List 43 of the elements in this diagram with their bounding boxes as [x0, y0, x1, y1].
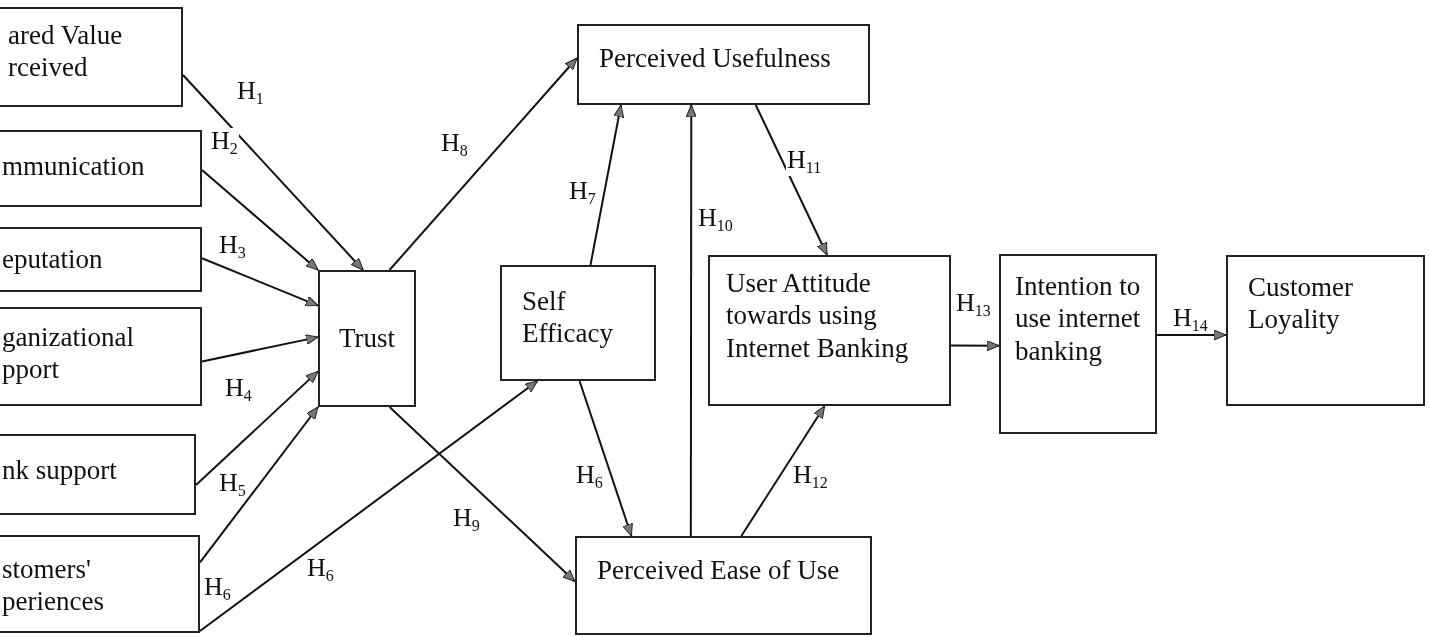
construct-box — [0, 130, 202, 207]
construct-box — [0, 7, 183, 107]
construct-box — [500, 265, 656, 381]
construct-name: Perceived Ease of Use — [597, 554, 840, 587]
construct-name: stomers' periences — [2, 553, 105, 618]
construct-name: Intention to use internet banking — [1015, 270, 1141, 368]
construct-name: User Attitude towards using Internet Banking — [726, 267, 910, 365]
construct-name: Customer Loyality — [1248, 271, 1354, 336]
construct-name: eputation — [2, 243, 103, 276]
construct-box — [0, 535, 200, 633]
construct-box — [0, 307, 202, 406]
arrow — [388, 57, 578, 271]
arrow — [199, 380, 539, 633]
construct-box — [999, 254, 1157, 434]
arrow — [201, 169, 319, 271]
arrow — [685, 104, 697, 537]
arrow — [201, 257, 319, 307]
construct-name: nk support — [2, 454, 117, 487]
arrow — [199, 406, 319, 564]
arrow — [1156, 329, 1227, 341]
arrow — [182, 74, 365, 271]
construct-name: ared Value rceived — [8, 19, 124, 84]
hypothesis-label: H$_{2}$ — [210, 128, 239, 157]
construct-box — [577, 24, 870, 105]
arrow — [201, 334, 319, 363]
construct-box — [1226, 255, 1425, 406]
arrow — [578, 380, 633, 537]
construct-box — [575, 536, 872, 635]
construct-box — [0, 227, 202, 292]
construct-name: ganizational pport — [2, 321, 135, 386]
construct-name: Trust — [338, 322, 395, 355]
arrow — [754, 104, 829, 256]
arrow — [388, 406, 576, 583]
arrow — [950, 340, 1000, 352]
construct-name: Perceived Usefulness — [599, 42, 831, 75]
construct-box — [708, 255, 951, 406]
arrow — [589, 104, 625, 266]
construct-box — [0, 434, 196, 515]
arrow — [195, 370, 319, 487]
construct-name: mmunication — [2, 150, 145, 183]
construct-name: Self Efficacy — [522, 285, 614, 350]
arrow — [740, 405, 826, 537]
construct-box — [318, 270, 416, 407]
